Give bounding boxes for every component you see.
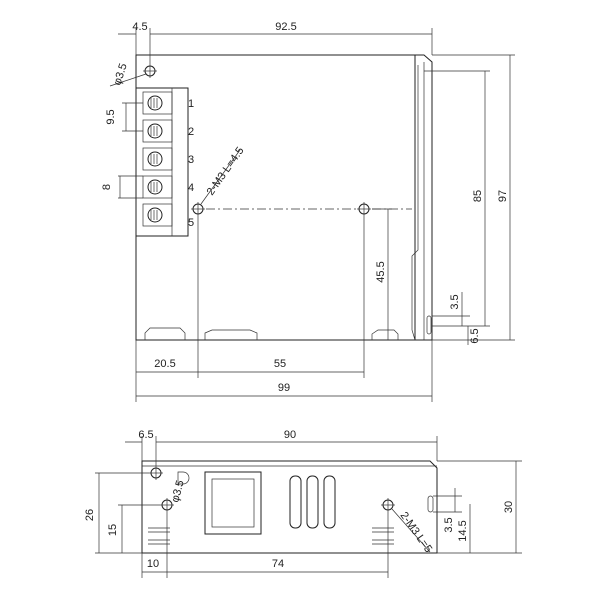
dim-4-5: 4.5: [132, 21, 147, 33]
terminal-label-5: 5: [188, 217, 194, 229]
side-window-inner: [211, 478, 255, 528]
terminal-5: [142, 203, 173, 227]
side-view: 6.5 90 φ3.5 26 15 2-M3 L=5 3.5 14.5 30 1…: [84, 429, 522, 578]
side-window: [204, 471, 262, 535]
dim-6-5: 6.5: [138, 429, 153, 441]
terminal-screws: [142, 91, 173, 227]
dim-slot-side: 3.5: [443, 517, 455, 532]
terminal-4: [142, 175, 173, 199]
dim-10: 10: [147, 558, 159, 570]
terminal-label-3: 3: [188, 154, 194, 166]
terminal-3: [142, 147, 173, 171]
dim-20-5: 20.5: [154, 358, 175, 370]
side-slot: [427, 495, 434, 513]
dim-55: 55: [274, 358, 286, 370]
dim-74: 74: [272, 558, 284, 570]
terminal-block: [135, 87, 189, 237]
dim-slot-3-5: 3.5: [449, 294, 461, 309]
dim-2m3-l4-5: 2-M3 L=4.5: [205, 145, 247, 198]
vent-slot-2: [306, 475, 319, 529]
dim-92-5: 92.5: [275, 21, 296, 33]
clip-left: [144, 327, 186, 340]
rail-inner: [411, 65, 419, 341]
dim-30: 30: [503, 501, 515, 513]
dim-2m3-l5: 2-M3 L=5: [398, 510, 435, 555]
dim-15: 15: [107, 524, 119, 536]
dim-97: 97: [497, 190, 509, 202]
clip-right: [371, 329, 399, 340]
terminal-1: [142, 91, 173, 115]
vent-slot-1: [289, 475, 302, 529]
side-d-mark: [177, 471, 190, 485]
side-outline: [141, 460, 438, 554]
terminal-2: [142, 119, 173, 143]
dim-phi-3-5-side: φ3.5: [169, 479, 186, 504]
top-view: 1 2 3 4 5 4.5 92.5 φ3.5 9.5: [101, 21, 515, 402]
terminal-label-2: 2: [188, 126, 194, 138]
rail-slot: [426, 315, 432, 335]
top-outline: [135, 54, 433, 341]
terminal-label-1: 1: [188, 98, 194, 110]
dim-90: 90: [284, 429, 296, 441]
clip-mid: [204, 329, 258, 340]
dim-9-5: 9.5: [105, 109, 117, 124]
dim-6-5-right: 6.5: [469, 328, 481, 343]
dim-phi-3-5-top: φ3.5: [111, 62, 129, 87]
dim-14-5: 14.5: [457, 520, 469, 541]
terminal-label-4: 4: [188, 182, 194, 194]
dim-99: 99: [278, 382, 290, 394]
dim-85: 85: [472, 190, 484, 202]
dim-45-5: 45.5: [375, 261, 387, 282]
dim-8: 8: [101, 184, 113, 190]
vent-slot-3: [323, 475, 336, 529]
dim-26: 26: [84, 509, 96, 521]
